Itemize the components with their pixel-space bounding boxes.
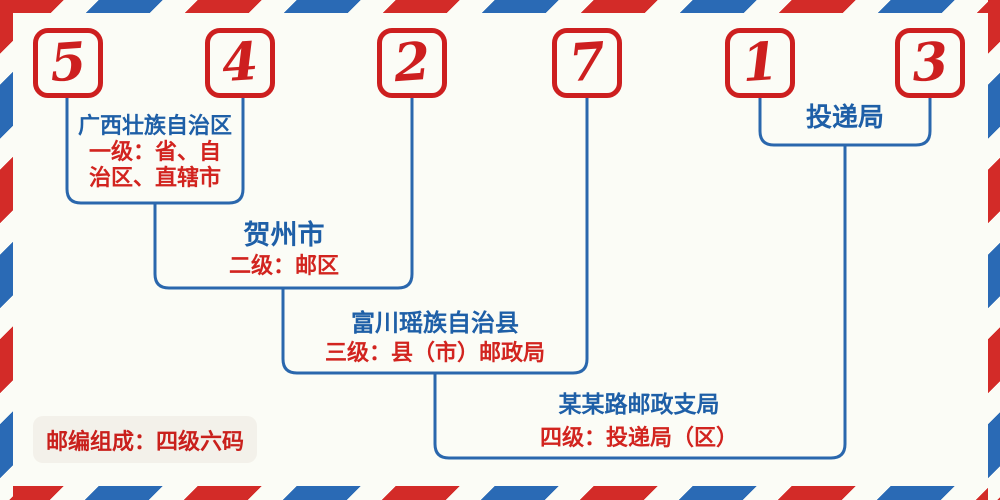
- digit-6: 3: [909, 30, 951, 95]
- level2-desc: 二级：邮区: [228, 254, 340, 279]
- level3-label: 富川瑶族自治县 三级：县（市）邮政局: [325, 310, 545, 366]
- airmail-border-right: [988, 0, 1000, 500]
- level2-name: 贺州市: [243, 220, 325, 251]
- postal-code-composition-note: 邮编组成：四级六码: [33, 416, 257, 463]
- digit-box-3: 2: [377, 28, 447, 98]
- level4-label: 某某路邮政支局 四级：投递局（区）: [540, 392, 738, 451]
- airmail-border-top: [0, 0, 1000, 13]
- digit-5: 1: [739, 30, 781, 95]
- level1-desc-line1: 一级：省、自: [88, 140, 222, 165]
- digit-4: 7: [566, 30, 608, 95]
- level1-name: 广西壮族自治区: [77, 114, 233, 139]
- delivery-bureau-name: 投递局: [805, 103, 885, 133]
- digit-box-5: 1: [725, 28, 795, 98]
- level4-name: 某某路邮政支局: [558, 392, 720, 418]
- level2-label: 贺州市 二级：邮区: [229, 221, 339, 279]
- bracket-level4: [433, 145, 847, 460]
- digit-3: 2: [391, 30, 433, 95]
- digit-box-1: 5: [33, 28, 103, 98]
- digit-box-6: 3: [895, 28, 965, 98]
- level3-name: 富川瑶族自治县: [350, 309, 519, 337]
- level1-desc-line2: 治区、直辖市: [88, 166, 222, 191]
- airmail-border-bottom: [0, 486, 1000, 500]
- footer-note-text: 邮编组成：四级六码: [45, 429, 244, 455]
- digit-box-2: 4: [205, 28, 275, 98]
- digit-box-4: 7: [552, 28, 622, 98]
- delivery-bureau-label: 投递局: [806, 103, 884, 133]
- digit-2: 4: [219, 30, 261, 95]
- level4-desc: 四级：投递局（区）: [539, 426, 739, 451]
- level1-label: 广西壮族自治区 一级：省、自 治区、直辖市: [78, 114, 232, 192]
- level3-desc: 三级：县（市）邮政局: [324, 341, 546, 366]
- airmail-border-left: [0, 0, 13, 500]
- digit-1: 5: [47, 30, 89, 95]
